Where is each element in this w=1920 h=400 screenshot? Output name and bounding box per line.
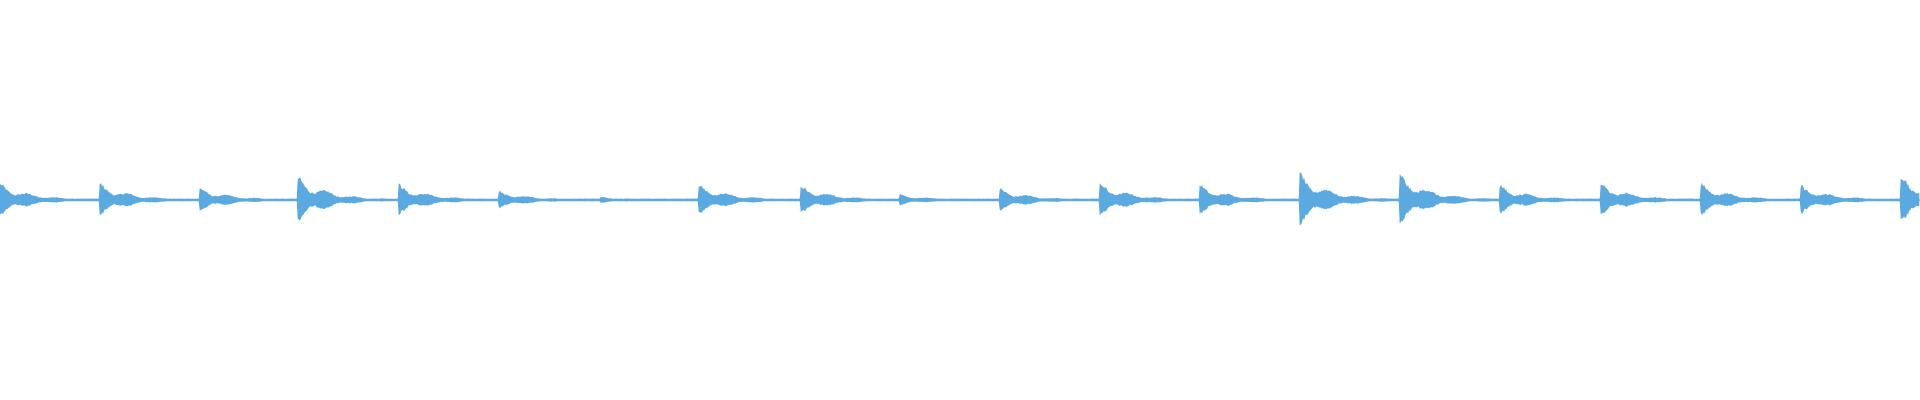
waveform-envelope xyxy=(0,172,1920,226)
